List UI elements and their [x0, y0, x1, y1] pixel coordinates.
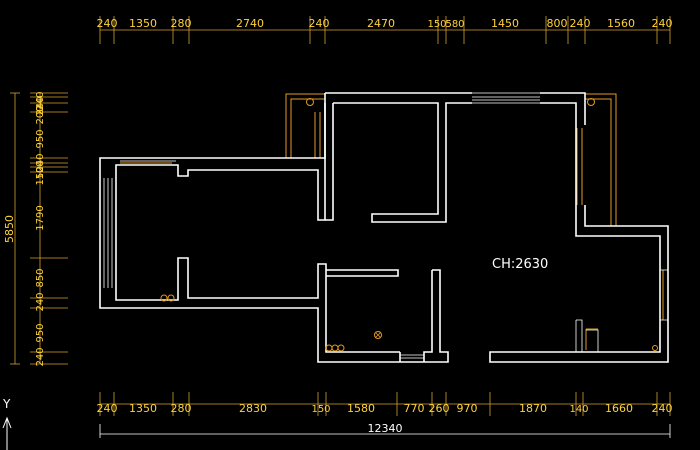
bottom-dim-label: 280 [171, 402, 192, 415]
balcony-outline-left [285, 93, 325, 158]
top-dim-label: 240 [97, 17, 118, 30]
fixtures [160, 98, 658, 352]
wall-interior-west [115, 103, 400, 353]
top-dim-label: 2740 [236, 17, 264, 30]
ceiling-height-label: CH:2630 [492, 257, 548, 272]
window-northwest [120, 157, 176, 162]
left-dim-label: 240 [35, 96, 46, 115]
window-north [472, 92, 540, 104]
fixture-icon [160, 294, 168, 302]
fixture-icon [652, 345, 658, 351]
left-dim-label: 950 [35, 323, 46, 342]
left-dim-label: 240 [35, 347, 46, 366]
top-dim-label: 240 [652, 17, 673, 30]
fixture-icon [325, 344, 333, 352]
window-west [103, 178, 113, 288]
bottom-dim-label: 260 [429, 402, 450, 415]
bottom-dim-label: 770 [404, 402, 425, 415]
balcony-outline-left-inner [290, 98, 325, 158]
window-east [660, 269, 668, 321]
axis-y-label: Y [2, 397, 11, 411]
wall-interior-north [333, 102, 577, 223]
left-dim-label: 850 [35, 268, 46, 287]
ucs-axis-icon: Y [2, 397, 12, 450]
top-dimension-ticks [99, 16, 671, 44]
bottom-dim-label: 1660 [605, 402, 633, 415]
bottom-dim-label: 1870 [519, 402, 547, 415]
bottom-dim-label: 970 [457, 402, 478, 415]
left-dim-label: 240 [35, 292, 46, 311]
door-leaf [586, 329, 599, 352]
top-dim-label: 800 [547, 17, 568, 30]
left-dim-label: 200 [35, 105, 46, 124]
walls [99, 92, 669, 363]
left-dim-label: 950 [35, 129, 46, 148]
total-width-label: 12340 [368, 422, 403, 435]
balcony-outline-right [585, 93, 617, 226]
left-dim-label: 240 [35, 91, 46, 110]
fixture-icon [337, 344, 345, 352]
wall-west [99, 93, 449, 363]
top-dim-label: 240 [309, 17, 330, 30]
top-dim-label: 2470 [367, 17, 395, 30]
axis-arrow-icon [2, 416, 12, 429]
bottom-dim-label: 140 [569, 404, 588, 415]
door-jamb [575, 319, 583, 352]
bottom-dim-label: 1580 [347, 402, 375, 415]
floor-drain-icon [374, 331, 382, 339]
top-dim-label: 280 [171, 17, 192, 30]
left-total-label: 5850 [3, 215, 16, 243]
top-dimension-chain: 240 1350 280 2740 240 2470 150 580 1450 … [97, 16, 673, 44]
top-dim-label: 580 [445, 19, 464, 30]
fixture-icon [167, 294, 175, 302]
top-dim-label: 1450 [491, 17, 519, 30]
bottom-dim-label: 150 [311, 404, 330, 415]
top-dim-label: 1560 [607, 17, 635, 30]
top-dim-label: 1350 [129, 17, 157, 30]
left-dim-label: 150 [35, 166, 46, 185]
window-south [400, 354, 424, 359]
left-dim-label: 1790 [35, 205, 46, 230]
wall-interior-center [325, 103, 334, 221]
bottom-dim-label: 240 [652, 402, 673, 415]
bottom-dim-label: 1350 [129, 402, 157, 415]
fixture-icon [331, 344, 339, 352]
wall-interior-bath [326, 269, 399, 277]
bottom-dim-label: 2830 [239, 402, 267, 415]
bottom-dimension-chain: 240 1350 280 2830 150 1580 770 260 970 1… [97, 392, 673, 438]
left-dimension-chain: 5850 240 240 200 950 240 100 150 1790 85… [3, 91, 68, 367]
balcony-outline-right-inner [585, 98, 612, 226]
top-dim-label: 240 [570, 17, 591, 30]
wall-east [325, 92, 669, 363]
fixture-icon [587, 98, 595, 106]
bottom-dimension-ticks [99, 392, 671, 416]
bottom-dim-label: 240 [97, 402, 118, 415]
fixture-icon [306, 98, 314, 106]
left-dimension-ticks [30, 92, 68, 365]
floor-drain-icon [375, 332, 381, 338]
balcony-outlines [120, 93, 664, 350]
left-dim-label: 100 [35, 160, 46, 179]
left-dim-label: 240 [35, 153, 46, 172]
top-dim-label: 150 [427, 19, 446, 30]
